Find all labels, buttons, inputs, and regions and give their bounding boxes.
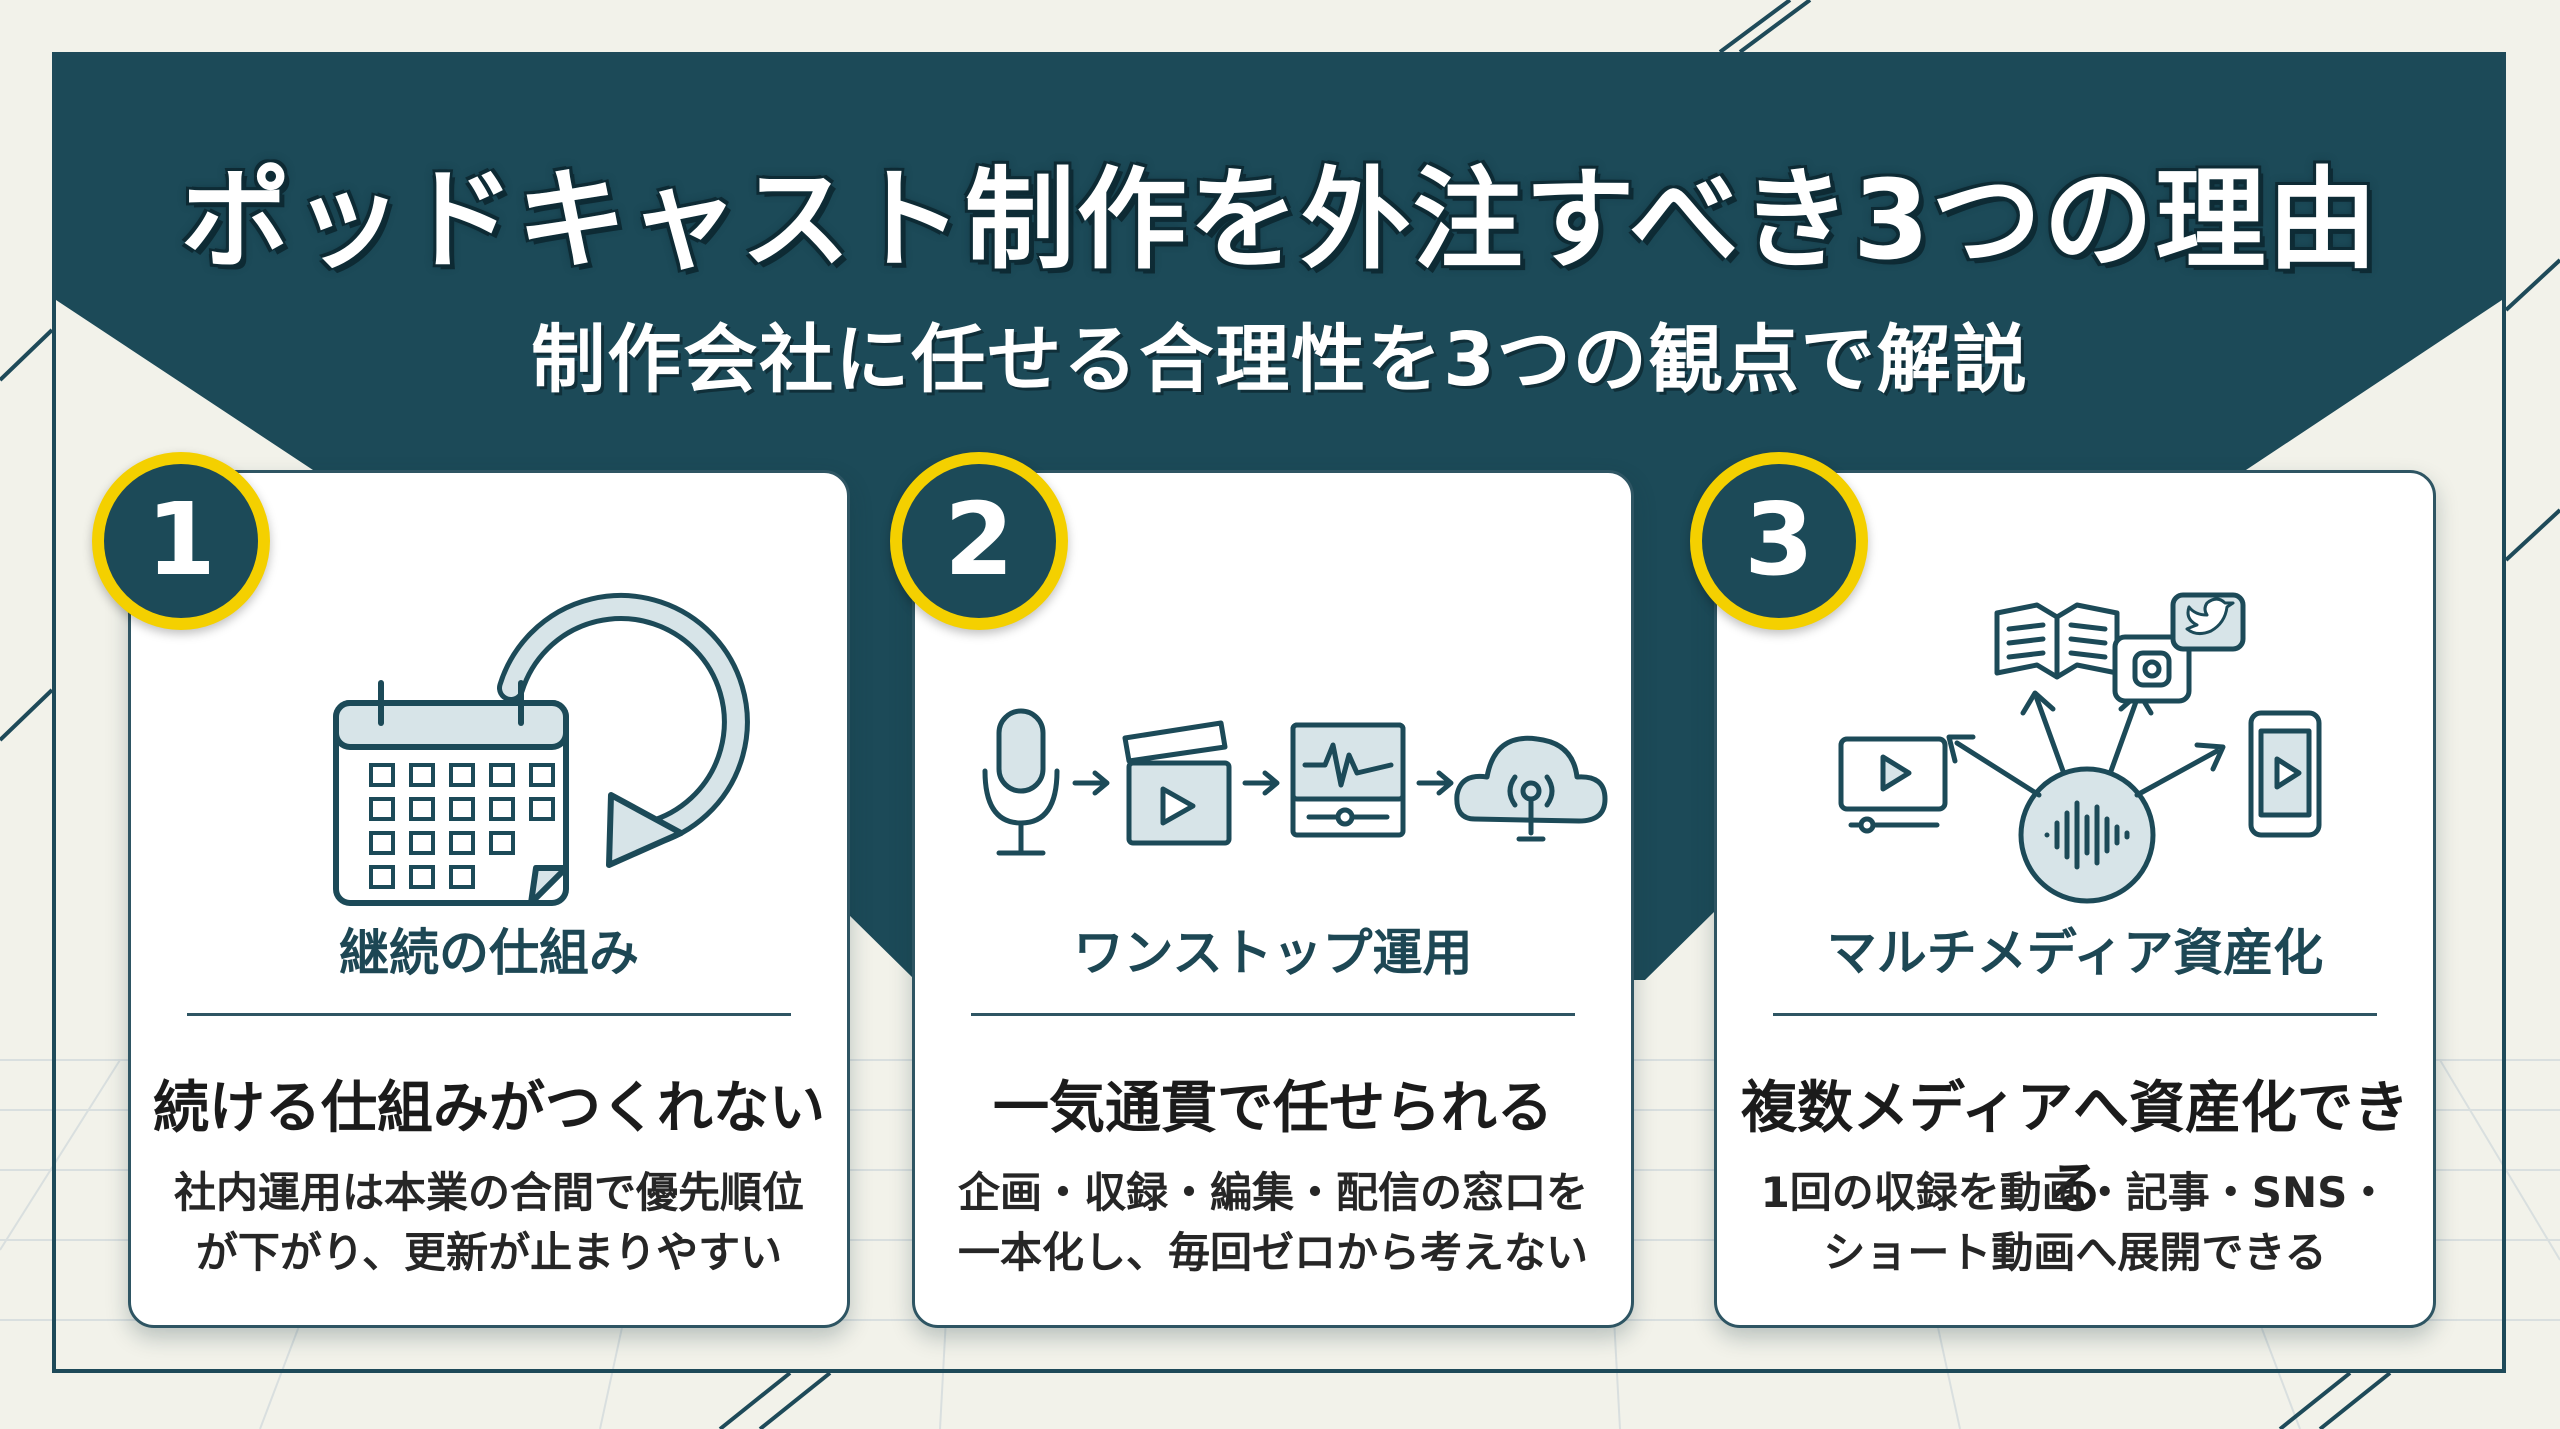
page-title: ポッドキャスト制作を外注すべき3つの理由 xyxy=(180,156,2380,284)
production-workflow-icon xyxy=(982,708,1608,856)
number-badge-1: 1 xyxy=(92,452,270,630)
border-frame xyxy=(52,52,2506,1373)
description-line: が下がり、更新が止まりやすい xyxy=(195,1228,783,1277)
divider xyxy=(1773,1013,2377,1016)
description-line: 1回の収録を動画・記事・SNS・ xyxy=(1760,1168,2390,1217)
reason-card-1: 継続の仕組み 続ける仕組みがつくれない 社内運用は本業の合間で優先順位 が下がり… xyxy=(128,470,850,1328)
description-line: 企画・収録・編集・配信の窓口を xyxy=(957,1168,1588,1217)
card-headline: 続ける仕組みがつくれない xyxy=(153,1076,825,1141)
card-headline: 複数メディアへ資産化できる xyxy=(1740,1076,2410,1222)
description-line: 社内運用は本業の合間で優先順位 xyxy=(173,1168,804,1217)
feature-label: 継続の仕組み xyxy=(339,924,639,982)
card-description: 社内運用は本業の合間で優先順位 が下がり、更新が止まりやすい xyxy=(151,1163,827,1283)
number-badge-3: 3 xyxy=(1690,452,1868,630)
reason-card-3: マルチメディア資産化 複数メディアへ資産化できる 1回の収録を動画・記事・SNS… xyxy=(1714,470,2436,1328)
multimedia-distribution-icon xyxy=(1838,592,2322,904)
divider xyxy=(187,1013,791,1016)
description-line: 一本化し、毎回ゼロから考えない xyxy=(957,1228,1588,1277)
feature-label: マルチメディア資産化 xyxy=(1826,924,2324,982)
calendar-cycle-icon xyxy=(333,593,750,906)
feature-label: ワンストップ運用 xyxy=(1073,924,1473,982)
card-description: 企画・収録・編集・配信の窓口を 一本化し、毎回ゼロから考えない xyxy=(935,1163,1611,1283)
description-line: ショート動画へ展開できる xyxy=(1823,1228,2327,1277)
divider xyxy=(971,1013,1575,1016)
number-badge-2: 2 xyxy=(890,452,1068,630)
page-subtitle: 制作会社に任せる合理性を3つの観点で解説 xyxy=(531,317,2029,403)
card-description: 1回の収録を動画・記事・SNS・ ショート動画へ展開できる xyxy=(1737,1163,2413,1283)
reason-card-2: ワンストップ運用 一気通貫で任せられる 企画・収録・編集・配信の窓口を 一本化し… xyxy=(912,470,1634,1328)
card-headline: 一気通貫で任せられる xyxy=(993,1076,1553,1141)
